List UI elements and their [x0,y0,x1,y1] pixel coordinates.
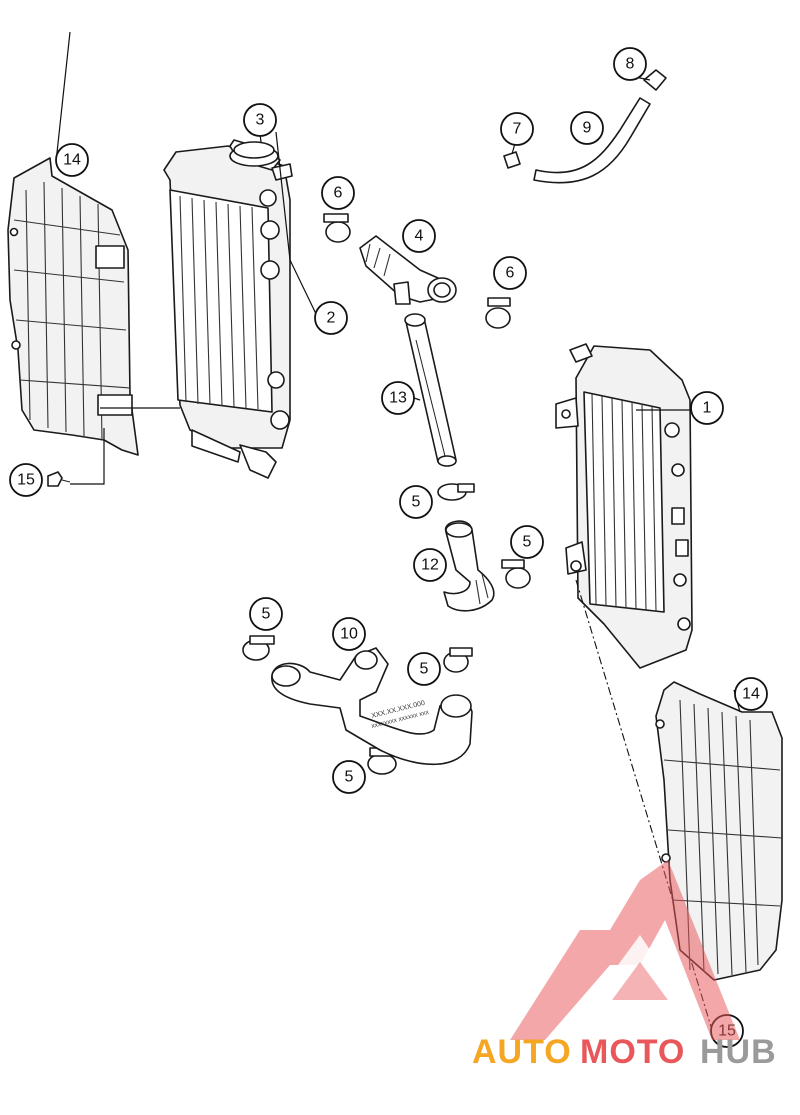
svg-text:9: 9 [583,120,592,137]
svg-text:13: 13 [389,390,407,407]
right-radiator-guard [655,681,783,981]
callout-4: 4 [402,219,436,253]
breather-hose [503,69,667,184]
callout-6-upper: 6 [321,176,355,210]
svg-text:14: 14 [742,686,760,703]
callout-5-b: 5 [510,525,544,559]
callout-2: 2 [314,301,348,335]
hose-10: XXX.XX.XXX.000 xxxxxxxx xxxxxx xxx [271,647,473,766]
svg-text:7: 7 [513,121,522,138]
callout-8: 8 [613,47,647,81]
callout-5-a: 5 [399,485,433,519]
radiator-cap [229,141,279,167]
svg-text:6: 6 [506,265,515,282]
left-radiator-guard [7,157,139,456]
callout-14-left: 14 [55,143,89,177]
callout-5-e: 5 [332,760,366,794]
svg-text:6: 6 [334,185,343,202]
hose-clamp-5-d [443,647,473,673]
svg-text:14: 14 [63,152,81,169]
hose-clamp-6-right [485,297,511,329]
hose-12 [443,520,495,612]
svg-text:15: 15 [17,472,35,489]
svg-text:5: 5 [345,769,354,786]
callout-13: 13 [381,381,415,415]
watermark-logo [510,860,740,1040]
callout-12: 12 [413,548,447,582]
callout-6-right: 6 [493,256,527,290]
svg-text:10: 10 [340,626,358,643]
svg-text:2: 2 [327,310,336,327]
svg-text:8: 8 [626,56,635,73]
hose-clamp-5-c [242,635,275,661]
svg-text:MOTO: MOTO [580,1033,685,1071]
left-radiator [163,139,293,479]
hose-clamp-5-a [437,483,475,501]
callout-7: 7 [500,112,534,146]
thermostat-housing [359,235,457,305]
svg-text:5: 5 [523,534,532,551]
bolt-left [47,471,71,487]
svg-text:5: 5 [420,661,429,678]
callout-14-right: 14 [734,677,768,711]
svg-text:1: 1 [703,400,712,417]
svg-text:HUB: HUB [700,1033,777,1071]
watermark-text: AUTO MOTO HUB [472,1033,777,1071]
svg-text:12: 12 [421,557,439,574]
svg-text:5: 5 [412,494,421,511]
callout-5-c: 5 [249,597,283,631]
hose-clamp-6-upper [323,213,351,243]
coolant-pipe [404,313,457,467]
callout-15-left: 15 [9,463,43,497]
svg-text:5: 5 [262,606,271,623]
svg-text:4: 4 [415,228,424,245]
callout-5-d: 5 [407,652,441,686]
right-radiator [555,343,693,669]
callout-3: 3 [243,103,277,137]
svg-text:AUTO: AUTO [472,1033,572,1071]
hose-clamp-5-b [501,559,531,589]
callout-9: 9 [570,111,604,145]
svg-text:3: 3 [256,112,265,129]
callout-10: 10 [332,617,366,651]
callout-1: 1 [690,391,724,425]
